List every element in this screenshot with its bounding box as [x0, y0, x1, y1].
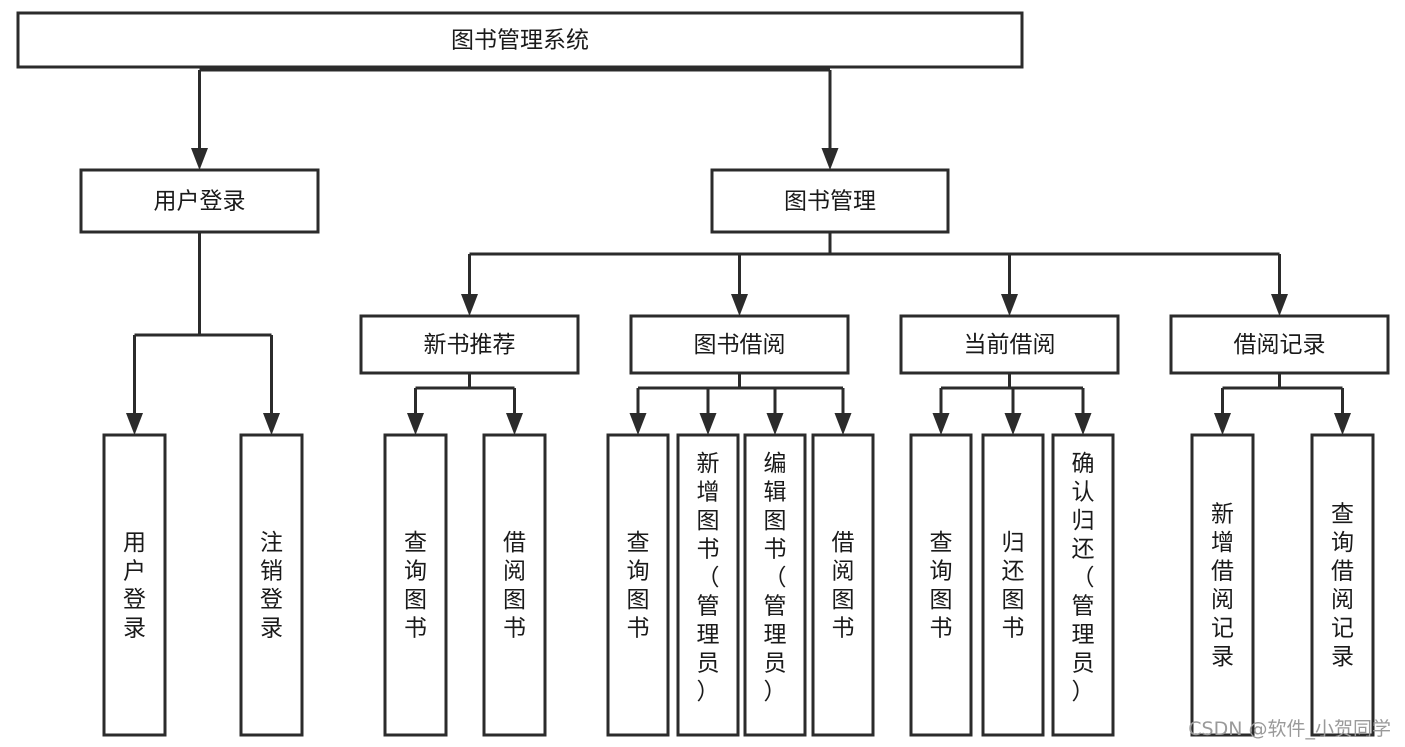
node-leaf-borrow-book-1-box[interactable]	[482, 433, 547, 737]
arrow-head	[1004, 413, 1022, 435]
arrow-head	[1214, 413, 1231, 435]
node-leaf-logout[interactable]: 注销登录	[239, 433, 304, 737]
node-user-login-label: 用户登录	[154, 189, 246, 215]
node-leaf-query-record[interactable]: 查询借阅记录	[1310, 433, 1375, 737]
connector-group-current-borrow	[932, 373, 1092, 435]
node-current-borrow-label: 当前借阅	[964, 332, 1056, 358]
node-leaf-confirm-return-label: 确认归还（管理员）	[1072, 451, 1095, 705]
node-leaf-add-record-box[interactable]	[1190, 433, 1255, 737]
node-root-label: 图书管理系统	[451, 28, 589, 54]
arrow-head	[126, 413, 143, 435]
node-leaf-user-login[interactable]: 用户登录	[102, 433, 167, 737]
node-borrow-record-label: 借阅记录	[1234, 332, 1326, 358]
node-leaf-user-login-box[interactable]	[102, 433, 167, 737]
node-new-book-recommend-box[interactable]	[359, 314, 580, 375]
connector-group-book-borrow	[629, 373, 852, 435]
connector-group-user-login	[126, 232, 280, 435]
node-new-book-recommend[interactable]: 新书推荐	[359, 314, 580, 375]
arrow-head	[461, 294, 478, 316]
node-book-manage-label: 图书管理	[784, 189, 876, 215]
node-root[interactable]: 图书管理系统	[16, 11, 1024, 69]
arrow-head	[506, 413, 523, 435]
node-current-borrow[interactable]: 当前借阅	[899, 314, 1120, 375]
connector-group-book-manage	[461, 232, 1288, 316]
arrow-head	[629, 413, 647, 435]
node-leaf-query-book-2-box[interactable]	[606, 433, 670, 737]
arrow-head	[699, 413, 717, 435]
node-current-borrow-box[interactable]	[899, 314, 1120, 375]
node-leaf-return-book-label: 归还图书	[1002, 530, 1025, 642]
connector-group-borrow-record	[1214, 373, 1351, 435]
arrow-head	[766, 413, 784, 435]
node-leaf-query-book-3-label: 查询图书	[930, 530, 953, 642]
node-leaf-query-record-label: 查询借阅记录	[1331, 502, 1354, 671]
arrow-head	[407, 413, 424, 435]
node-leaf-query-book-1-label: 查询图书	[404, 530, 427, 642]
arrow-head	[191, 148, 208, 170]
node-user-login-box[interactable]	[79, 168, 320, 234]
node-leaf-query-book-1[interactable]: 查询图书	[383, 433, 448, 737]
connector-group-new-book-recommend	[407, 373, 523, 435]
arrow-head	[1001, 294, 1018, 316]
node-leaf-confirm-return[interactable]: 确认归还（管理员）	[1051, 433, 1115, 737]
node-leaf-logout-label: 注销登录	[260, 530, 283, 642]
node-leaf-query-book-1-box[interactable]	[383, 433, 448, 737]
node-borrow-record-box[interactable]	[1169, 314, 1390, 375]
node-leaf-return-book[interactable]: 归还图书	[981, 433, 1045, 737]
node-root-box[interactable]	[16, 11, 1024, 69]
node-leaf-borrow-book-2-label: 借阅图书	[832, 530, 855, 642]
arrow-head	[1334, 413, 1351, 435]
node-leaf-edit-book-box[interactable]	[743, 433, 807, 737]
connector-group-root	[191, 67, 839, 170]
node-book-manage-box[interactable]	[710, 168, 950, 234]
arrow-head	[821, 148, 839, 170]
node-leaf-edit-book[interactable]: 编辑图书（管理员）	[743, 433, 807, 737]
node-borrow-record[interactable]: 借阅记录	[1169, 314, 1390, 375]
arrow-head	[932, 413, 950, 435]
node-leaf-query-book-2[interactable]: 查询图书	[606, 433, 670, 737]
arrow-head	[1074, 413, 1092, 435]
node-user-login[interactable]: 用户登录	[79, 168, 320, 234]
node-leaf-borrow-book-2-box[interactable]	[811, 433, 875, 737]
node-leaf-return-book-box[interactable]	[981, 433, 1045, 737]
node-leaf-add-book-box[interactable]	[676, 433, 740, 737]
node-leaf-edit-book-label: 编辑图书（管理员）	[764, 451, 787, 705]
node-book-borrow-box[interactable]	[629, 314, 850, 375]
node-leaf-query-book-3-box[interactable]	[909, 433, 973, 737]
node-leaf-add-book[interactable]: 新增图书（管理员）	[676, 433, 740, 737]
node-leaf-add-book-label: 新增图书（管理员）	[697, 451, 720, 705]
node-book-manage[interactable]: 图书管理	[710, 168, 950, 234]
node-leaf-logout-box[interactable]	[239, 433, 304, 737]
node-leaf-query-book-2-label: 查询图书	[627, 530, 650, 642]
arrow-head	[731, 294, 748, 316]
node-leaf-add-record-label: 新增借阅记录	[1211, 502, 1234, 671]
arrow-head	[834, 413, 852, 435]
node-book-borrow[interactable]: 图书借阅	[629, 314, 850, 375]
arrow-head	[263, 413, 280, 435]
node-book-borrow-label: 图书借阅	[694, 332, 786, 358]
node-leaf-confirm-return-box[interactable]	[1051, 433, 1115, 737]
node-new-book-recommend-label: 新书推荐	[424, 332, 516, 358]
edges-layer	[126, 67, 1351, 435]
nodes-layer: 图书管理系统用户登录图书管理新书推荐图书借阅当前借阅借阅记录用户登录注销登录查询…	[16, 11, 1390, 737]
arrow-head	[1271, 294, 1288, 316]
node-leaf-borrow-book-1-label: 借阅图书	[503, 530, 526, 642]
node-leaf-user-login-label: 用户登录	[123, 530, 146, 642]
node-leaf-add-record[interactable]: 新增借阅记录	[1190, 433, 1255, 737]
node-leaf-borrow-book-1[interactable]: 借阅图书	[482, 433, 547, 737]
node-leaf-borrow-book-2[interactable]: 借阅图书	[811, 433, 875, 737]
node-leaf-query-record-box[interactable]	[1310, 433, 1375, 737]
node-leaf-query-book-3[interactable]: 查询图书	[909, 433, 973, 737]
